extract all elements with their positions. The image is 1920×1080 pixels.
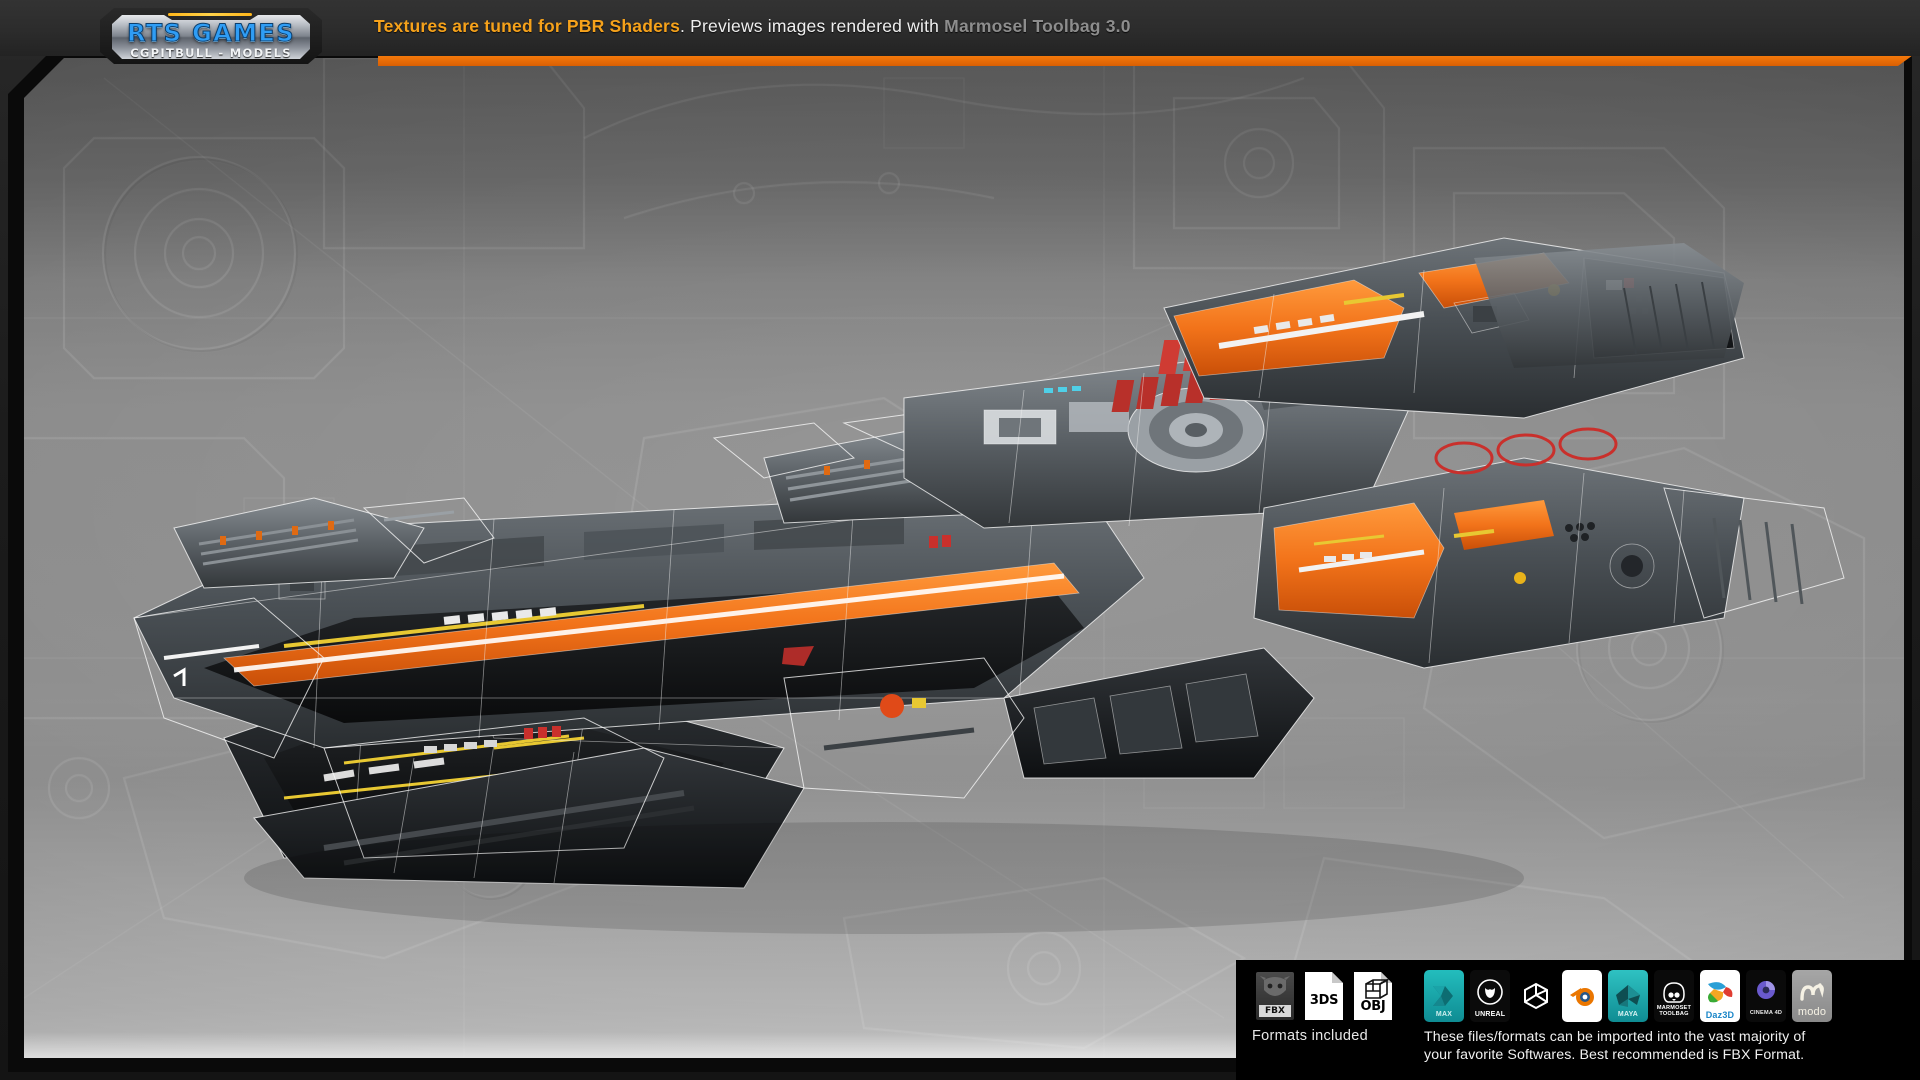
3ds-file-icon[interactable]: 3DS — [1303, 970, 1345, 1022]
obj-label: OBJ — [1360, 999, 1386, 1014]
daz3d-icon[interactable]: Daz3D — [1700, 970, 1740, 1022]
logo-accent-line — [168, 13, 252, 16]
logo-plate — [112, 15, 310, 59]
blender-icon[interactable] — [1562, 970, 1602, 1022]
tagline-highlight: Textures are tuned for PBR Shaders — [374, 16, 681, 36]
3dsmax-label: MAX — [1435, 1010, 1453, 1018]
fbx-file-icon[interactable]: FBX — [1254, 970, 1296, 1022]
brand-logo[interactable]: RTS GAMES CGPITBULL - MODELS — [100, 8, 322, 64]
obj-file-icon[interactable]: OBJ — [1352, 970, 1394, 1022]
modo-label: modo — [1797, 1006, 1827, 1019]
maya-label: MAYA — [1617, 1010, 1639, 1018]
model-viewport-wrapper — [8, 54, 1912, 1072]
3dsmax-icon[interactable]: MAX — [1424, 970, 1464, 1022]
maya-icon[interactable]: MAYA — [1608, 970, 1648, 1022]
3ds-label: 3DS — [1309, 993, 1339, 1008]
blueprint-backdrop — [24, 58, 1904, 1058]
model-viewport — [24, 58, 1904, 1058]
software-description-line1: These files/formats can be imported into… — [1424, 1029, 1806, 1045]
cinema4d-icon[interactable]: CINEMA 4D — [1746, 970, 1786, 1022]
unreal-label: UNREAL — [1474, 1010, 1506, 1018]
cinema4d-label: CINEMA 4D — [1749, 1010, 1783, 1017]
software-description: These files/formats can be imported into… — [1424, 1028, 1904, 1064]
marmoset-label: MARMOSET TOOLBAG — [1656, 1005, 1692, 1018]
marmoset-icon[interactable]: MARMOSET TOOLBAG — [1654, 970, 1694, 1022]
formats-caption: Formats included — [1252, 1028, 1369, 1044]
tagline-renderer: Marmosel Toolbag 3.0 — [944, 16, 1131, 36]
unreal-icon[interactable]: UNREAL — [1470, 970, 1510, 1022]
header-tagline: Textures are tuned for PBR Shaders. Prev… — [374, 16, 1131, 37]
fbx-label: FBX — [1259, 1005, 1291, 1017]
software-description-line2: your favorite Softwares. Best recommende… — [1424, 1047, 1805, 1064]
formats-included-group: FBX 3DS — [1254, 970, 1394, 1022]
logo-title: RTS GAMES — [127, 19, 295, 48]
supported-software-group: MAX UNREAL — [1424, 970, 1832, 1022]
modo-icon[interactable]: modo — [1792, 970, 1832, 1022]
daz3d-label: Daz3D — [1705, 1009, 1735, 1020]
info-panel: FBX 3DS — [1236, 960, 1920, 1080]
tagline-body: . Previews images rendered with — [680, 16, 945, 36]
unity-icon[interactable] — [1516, 970, 1556, 1022]
logo-subtitle: CGPITBULL - MODELS — [130, 46, 292, 60]
